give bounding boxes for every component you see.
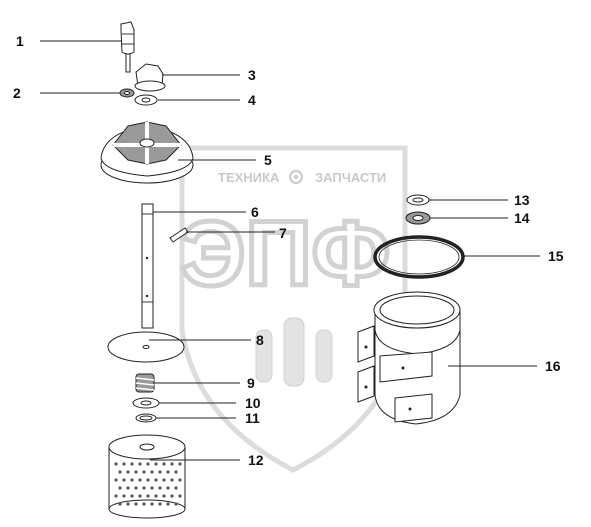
- part-1-bleed-screw: [120, 21, 135, 73]
- callout-6: 6: [251, 204, 259, 220]
- part-4-washer: [134, 94, 158, 106]
- callout-8: 8: [256, 332, 264, 348]
- watermark-text-left: ТЕХНИКА: [218, 170, 280, 185]
- callout-9: 9: [247, 375, 255, 391]
- part-10-washer: [132, 397, 160, 409]
- callout-1: 1: [16, 33, 24, 49]
- part-5-filter-lid: [100, 121, 194, 184]
- callout-3: 3: [248, 67, 256, 83]
- callout-12: 12: [248, 452, 264, 468]
- watermark: ТЕХНИКА ЗАПЧАСТИ ЭПФ: [178, 145, 408, 473]
- callout-numbers: 1 2 3 4 5 6 7 8 9 10 11 12 13 14 15 16: [13, 33, 564, 468]
- callout-13: 13: [514, 192, 530, 208]
- part-6-central-tube: [141, 203, 154, 329]
- callout-15: 15: [548, 248, 564, 264]
- callout-4: 4: [248, 92, 256, 108]
- wheat-icon: [255, 317, 333, 387]
- part-15-o-ring: [373, 235, 465, 279]
- callout-16: 16: [545, 358, 561, 374]
- leader-lines: [40, 40, 540, 461]
- part-16-filter-housing: [357, 291, 461, 425]
- part-13-washer: [406, 194, 430, 206]
- watermark-text-right: ЗАПЧАСТИ: [315, 170, 386, 185]
- part-3-plug: [134, 63, 166, 92]
- part-14-washer: [405, 211, 431, 225]
- callout-11: 11: [245, 410, 260, 426]
- gear-icon: [289, 170, 303, 184]
- watermark-logo: ЭПФ: [180, 203, 390, 305]
- callout-10: 10: [245, 395, 261, 411]
- part-2-washer: [119, 88, 135, 98]
- callout-5: 5: [264, 152, 272, 168]
- callout-2: 2: [13, 85, 21, 101]
- part-12-filter-element: [108, 434, 186, 519]
- part-9-spring: [135, 373, 155, 393]
- part-8-disc: [107, 331, 185, 363]
- watermark-shield: [179, 145, 408, 473]
- callout-7: 7: [279, 225, 287, 241]
- part-11-ring: [135, 413, 157, 423]
- callout-14: 14: [514, 210, 530, 226]
